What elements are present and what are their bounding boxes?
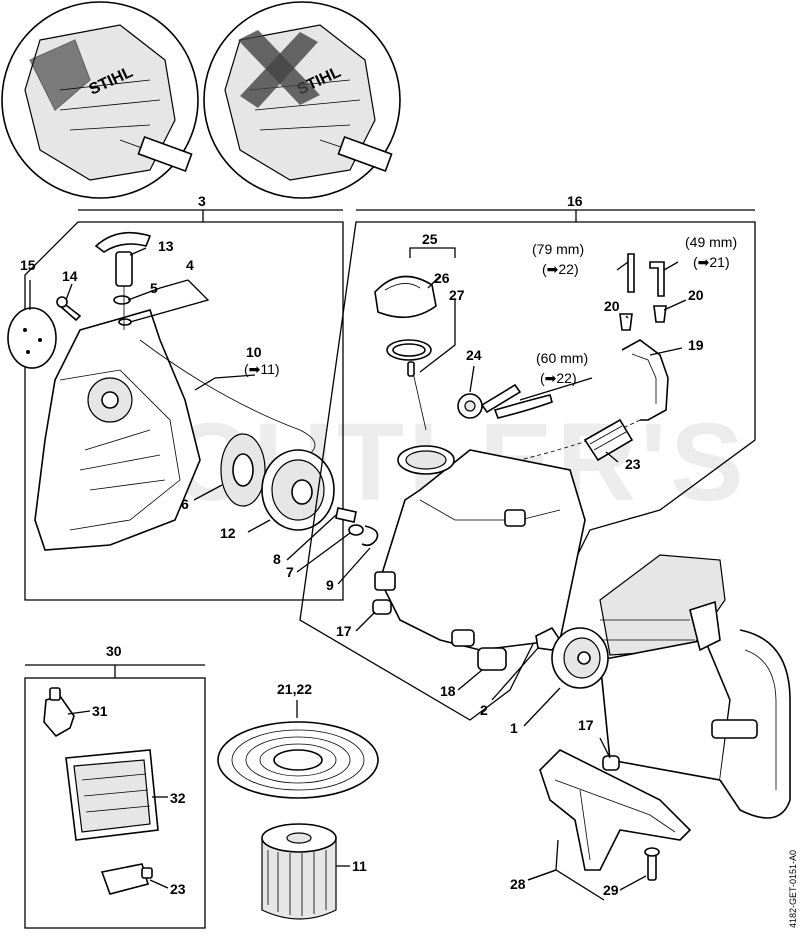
- engine-assembly: [535, 554, 791, 819]
- trimmer-line-spool: [261, 823, 337, 920]
- callout-14: 14: [62, 268, 78, 284]
- callout-18: 18: [440, 683, 456, 699]
- callout-26: 26: [434, 270, 450, 286]
- callout-29: 29: [603, 882, 619, 898]
- callout-9: 9: [326, 577, 334, 593]
- callout-17b: 17: [578, 717, 594, 733]
- note-60mm-ref: (➡22): [540, 370, 577, 386]
- callout-25: 25: [422, 231, 438, 247]
- callout-1: 1: [510, 720, 518, 736]
- callout-labels: 3 16 25 26 27 13 4 5 15 14 10 (➡11) 6 12…: [20, 193, 704, 898]
- callout-20a: 20: [604, 298, 620, 314]
- guard-assembly: [539, 749, 692, 881]
- spare-parts-kit: [24, 664, 206, 929]
- callout-32: 32: [170, 790, 186, 806]
- callout-3: 3: [198, 193, 206, 209]
- note-49mm-ref: (➡21): [693, 254, 730, 270]
- callout-13: 13: [158, 238, 174, 254]
- inset-circle-incorrect: STIHL: [203, 1, 401, 199]
- callout-15: 15: [20, 257, 36, 273]
- callout-21-22: 21,22: [277, 681, 312, 697]
- callout-6: 6: [181, 496, 189, 512]
- hose-notes: (79 mm) (➡22) (49 mm) (➡21) (60 mm) (➡22…: [532, 234, 737, 386]
- callout-16: 16: [567, 193, 583, 209]
- callout-27: 27: [449, 287, 465, 303]
- callout-30: 30: [106, 643, 122, 659]
- fuel-tank-group: [299, 209, 756, 721]
- drawing-code: 4182-GET-0151-A0: [788, 850, 798, 928]
- callout-17a: 17: [336, 623, 352, 639]
- callout-23a: 23: [625, 456, 641, 472]
- callout-20b: 20: [688, 287, 704, 303]
- callout-19: 19: [688, 337, 704, 353]
- trimmer-line-coil: [217, 721, 379, 799]
- callout-23b: 23: [170, 881, 186, 897]
- callout-10: 10: [246, 344, 262, 360]
- callout-12: 12: [220, 525, 236, 541]
- callout-31: 31: [92, 703, 108, 719]
- callout-11: 11: [352, 858, 367, 874]
- note-60mm: (60 mm): [536, 350, 588, 366]
- callout-24: 24: [466, 347, 482, 363]
- callout-2: 2: [480, 702, 488, 718]
- callout-7: 7: [286, 564, 294, 580]
- callout-8: 8: [273, 551, 281, 567]
- note-79mm: (79 mm): [532, 241, 584, 257]
- note-10-ref: (➡11): [244, 361, 280, 377]
- cross-mark-icon: [238, 30, 320, 108]
- note-79mm-ref: (➡22): [542, 261, 579, 277]
- callout-5: 5: [150, 280, 158, 296]
- callout-4: 4: [186, 257, 194, 273]
- leader-lines: [29, 247, 687, 901]
- note-49mm: (49 mm): [685, 234, 737, 250]
- callout-28: 28: [510, 876, 526, 892]
- inset-circle-correct: STIHL: [1, 1, 199, 199]
